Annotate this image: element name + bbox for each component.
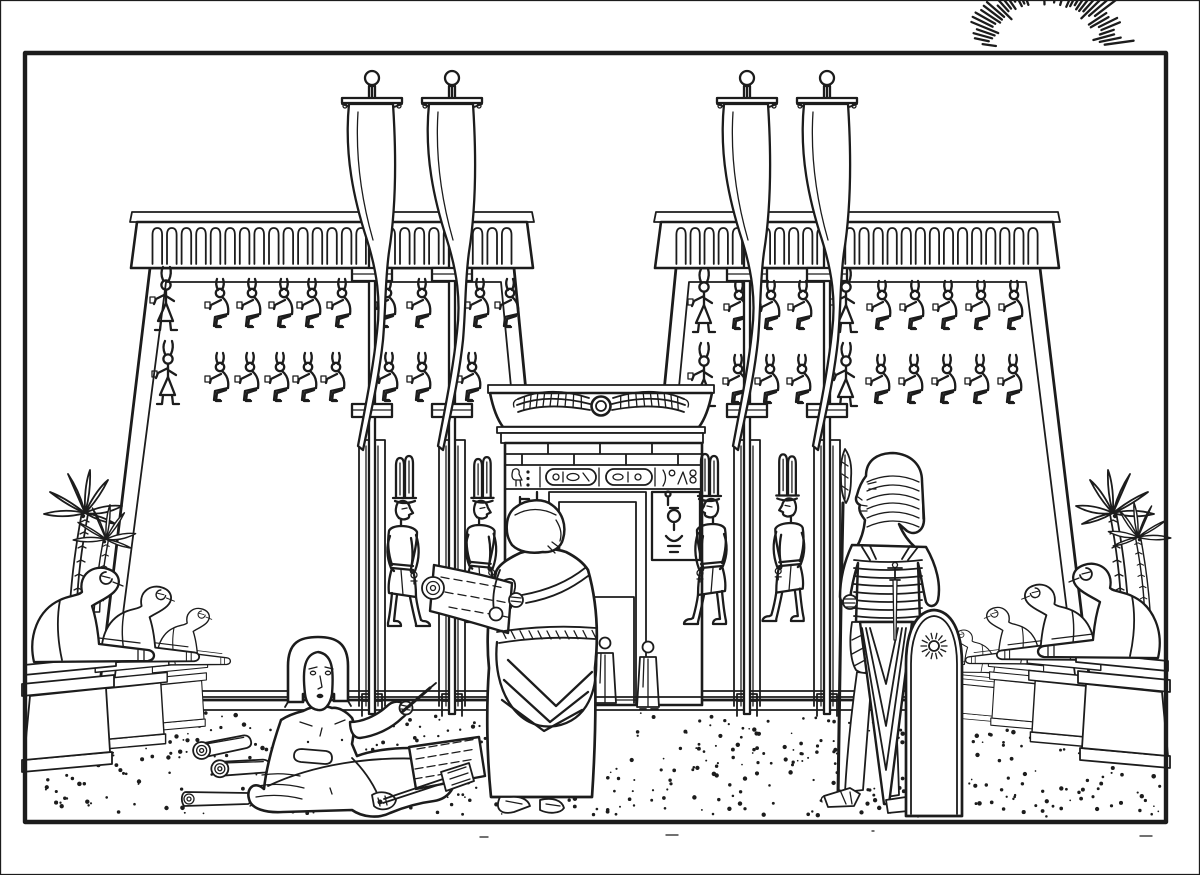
lap-scroll	[293, 748, 333, 765]
scribe-figure	[180, 635, 487, 818]
mouth	[316, 693, 324, 699]
priest-figure	[421, 499, 599, 814]
border-frame	[22, 50, 1169, 825]
pylon-lintel	[653, 211, 1061, 223]
corselet-bands	[853, 559, 923, 619]
sash-belt	[496, 625, 597, 644]
writing-brush	[400, 686, 432, 714]
masonry-joints	[504, 442, 703, 466]
pylon-lintel	[129, 211, 535, 223]
priest-headcloth	[505, 499, 566, 554]
priest-foot	[539, 797, 565, 814]
scroll-curl	[421, 576, 445, 600]
bird-glyph	[511, 468, 523, 487]
drape-bustle	[495, 640, 598, 733]
kilt-folds	[255, 773, 305, 800]
shoulder-straps	[861, 545, 919, 561]
scribe-head	[284, 635, 352, 712]
scribal-palette	[377, 762, 475, 805]
priest-hand	[488, 606, 504, 622]
priest-hand	[508, 592, 524, 608]
sun-emblem-icon	[928, 640, 940, 652]
priest-arms	[492, 567, 589, 611]
spear-shaft-lower	[836, 599, 843, 799]
sun-icon	[970, 0, 1135, 48]
glyph-cluster	[662, 469, 688, 487]
pylon-cornice	[129, 220, 535, 270]
cartouche	[545, 468, 597, 486]
hieroglyph-frieze	[504, 464, 703, 490]
cartouche	[605, 468, 653, 486]
pylon-cornice	[653, 220, 1061, 270]
dagger	[887, 561, 903, 641]
guard-head	[854, 451, 926, 550]
scribe-face	[302, 650, 334, 712]
cornice-arches	[151, 227, 513, 265]
winged-sun-disk-icon	[512, 390, 690, 417]
sandal	[823, 787, 861, 808]
wig-stripes	[866, 475, 920, 528]
shield	[904, 608, 964, 818]
guard-figure	[820, 448, 964, 818]
wing-feathers	[523, 391, 679, 411]
apron-folds	[861, 627, 907, 771]
ground-edge-marks	[479, 830, 1153, 838]
